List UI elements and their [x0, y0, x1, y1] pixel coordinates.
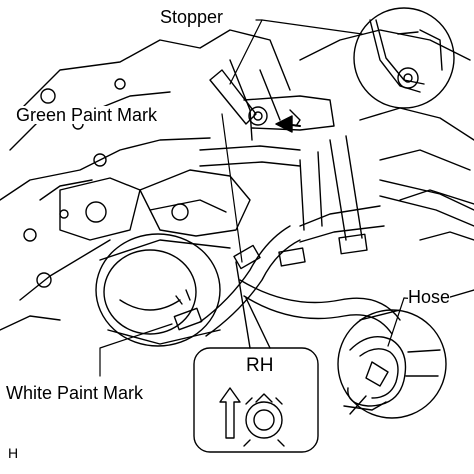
- hose-clamps: [173, 233, 368, 331]
- rh-detail-box: [193, 347, 319, 453]
- hose-label: Hose: [408, 287, 451, 307]
- arrow-head-fill: [275, 115, 293, 133]
- rh-leader: [235, 261, 271, 349]
- green-paint-mark-label: Green Paint Mark: [16, 105, 158, 125]
- hose-lines: [199, 135, 474, 337]
- hose-detail-circle: [337, 309, 447, 419]
- stopper-label: Stopper: [160, 7, 224, 27]
- stopper-detail-circle: [353, 7, 455, 109]
- engine-block: [0, 29, 474, 331]
- leader-lines: [99, 19, 431, 377]
- rh-label: RH: [246, 355, 274, 376]
- white-paint-mark-label: White Paint Mark: [6, 383, 144, 403]
- figure-code-label: H: [8, 445, 19, 461]
- pulley-assembly: [95, 233, 231, 347]
